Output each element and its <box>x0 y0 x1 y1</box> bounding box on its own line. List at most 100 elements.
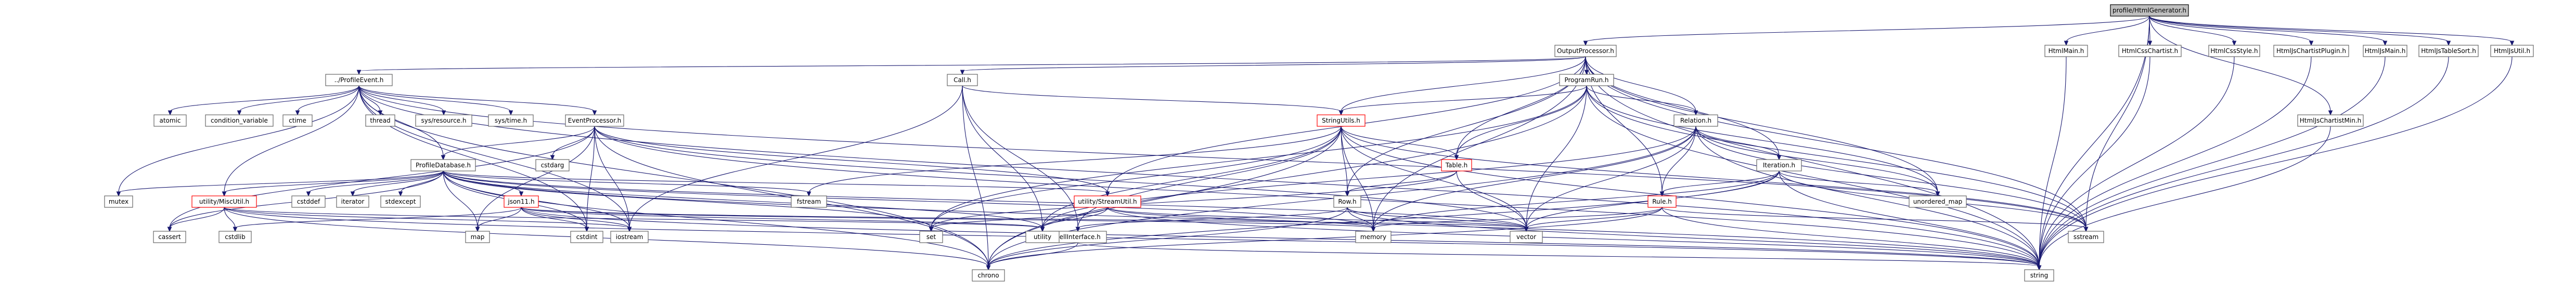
edges-layer <box>116 16 2515 271</box>
edge-root-to-OutputProcessor <box>1583 16 2150 46</box>
node-label: StringUtils.h <box>1322 117 1360 124</box>
node-label: HtmlJsMain.h <box>2365 47 2406 55</box>
node-outputprocessor[interactable]: OutputProcessor.h <box>1554 45 1617 57</box>
node-memory: memory <box>1355 231 1392 243</box>
edge-ProfileDatabase-to-StreamUtil <box>443 170 1110 197</box>
node-label: unordered_map <box>1913 198 1963 205</box>
node-mutex: mutex <box>104 195 133 208</box>
node-htmlcssstyle[interactable]: HtmlCssStyle.h <box>2208 45 2260 57</box>
edge-ProfileEvent-to-mutex <box>116 85 359 197</box>
node-streamutil[interactable]: utility/StreamUtil.h <box>1074 195 1141 208</box>
node-programrun[interactable]: ProgramRun.h <box>1559 74 1614 86</box>
node-label: HtmlJsChartistMin.h <box>2300 117 2362 124</box>
node-label: utility/StreamUtil.h <box>1078 198 1137 205</box>
node-cassert: cassert <box>153 231 186 243</box>
edge-root-to-HtmlJsMain <box>2149 16 2388 46</box>
node-label: ../ProfileEvent.h <box>334 76 384 84</box>
node-string: string <box>2024 269 2054 282</box>
node-miscutil[interactable]: utility/MiscUtil.h <box>191 195 257 208</box>
node-htmljsmain[interactable]: HtmlJsMain.h <box>2363 45 2407 57</box>
node-cstddef: cstddef <box>291 195 326 208</box>
node-iteration[interactable]: Iteration.h <box>1756 159 1802 171</box>
edge-Rule-to-string <box>1661 207 2042 271</box>
node-profiledatabase[interactable]: ProfileDatabase.h <box>410 159 476 171</box>
node-row[interactable]: Row.h <box>1333 195 1361 208</box>
node-htmljstablesort[interactable]: HtmlJsTableSort.h <box>2418 45 2479 57</box>
edge-CellInterface-to-chrono <box>986 242 1078 271</box>
node-set: set <box>919 231 943 243</box>
node-iostream: iostream <box>610 231 649 243</box>
edge-Rule-to-sstream <box>1661 207 2089 232</box>
node-label: HtmlMain.h <box>2049 47 2084 55</box>
node-atomic: atomic <box>153 114 187 127</box>
node-rule[interactable]: Rule.h <box>1647 195 1677 208</box>
edge-StreamUtil-to-utility <box>1040 207 1108 232</box>
edge-StreamUtil-to-memory <box>1107 207 1376 232</box>
node-label: HtmlJsTableSort.h <box>2421 47 2476 55</box>
edge-Row-to-memory <box>1347 207 1376 232</box>
node-sys-resource: sys/resource.h <box>415 114 472 127</box>
edge-OutputProcessor-to-Call <box>960 56 1586 75</box>
edge-json11-to-map <box>475 207 522 232</box>
node-label: HtmlCssStyle.h <box>2210 47 2258 55</box>
edge-MiscUtil-to-utility <box>224 207 1045 232</box>
node-label: EventProcessor.h <box>568 117 622 124</box>
node-cstdlib: cstdlib <box>218 231 252 243</box>
node-htmljschartistplugin[interactable]: HtmlJsChartistPlugin.h <box>2273 45 2349 57</box>
edge-Rule-to-vector <box>1524 207 1663 232</box>
node-htmlcsschartist[interactable]: HtmlCssChartist.h <box>2118 45 2182 57</box>
node-label: utility <box>1034 233 1051 241</box>
nodes-layer: profile/HtmlGenerator.hOutputProcessor.h… <box>104 4 2534 282</box>
edge-StringUtils-to-Table <box>1341 126 1459 161</box>
node-cellinterface[interactable]: CellInterface.h <box>1049 231 1107 243</box>
node-fstream: fstream <box>791 195 827 208</box>
edge-OutputProcessor-to-Table <box>1454 56 1586 161</box>
node-label: Iteration.h <box>1763 162 1795 169</box>
edge-CellInterface-to-string <box>1077 242 2042 271</box>
edge-ProfileDatabase-to-mutex <box>116 170 444 197</box>
node-label: profile/HtmlGenerator.h <box>2113 7 2186 14</box>
node-eventprocessor[interactable]: EventProcessor.h <box>565 114 624 127</box>
node-relation[interactable]: Relation.h <box>1673 114 1718 127</box>
edge-Iteration-to-unordered_map <box>1779 170 1940 197</box>
edge-ProfileDatabase-to-fstream <box>443 170 812 197</box>
node-stringutils[interactable]: StringUtils.h <box>1317 114 1366 127</box>
node-json11[interactable]: json11.h <box>504 195 539 208</box>
node-root[interactable]: profile/HtmlGenerator.h <box>2110 4 2189 17</box>
node-label: iostream <box>616 233 643 241</box>
node-label: mutex <box>109 198 128 205</box>
edge-ProfileEvent-to-condition_variable <box>237 85 359 116</box>
edge-ProfileEvent-to-iostream <box>358 85 632 232</box>
node-unordered-map: unordered_map <box>1909 195 1967 208</box>
node-sys-time: sys/time.h <box>488 114 534 127</box>
edge-ProfileDatabase-to-cstddef <box>306 170 444 197</box>
edge-Relation-to-Iteration <box>1695 126 1782 161</box>
node-table[interactable]: Table.h <box>1441 159 1472 171</box>
node-profileevent[interactable]: ../ProfileEvent.h <box>325 74 393 86</box>
edge-Table-to-Row <box>1345 170 1457 197</box>
node-ctime: ctime <box>282 114 313 127</box>
edge-Call-to-utility <box>962 85 1045 232</box>
node-call[interactable]: Call.h <box>947 74 978 86</box>
node-chrono: chrono <box>972 269 1005 282</box>
edge-ProgramRun-to-string <box>1586 85 2042 271</box>
node-label: cstddef <box>297 198 320 205</box>
edge-MiscUtil-to-cassert <box>167 207 225 232</box>
node-sstream: sstream <box>2068 231 2104 243</box>
node-label: sys/resource.h <box>421 117 467 124</box>
edge-EventProcessor-to-StreamUtil <box>594 126 1110 197</box>
node-htmljschartistmin[interactable]: HtmlJsChartistMin.h <box>2297 114 2364 127</box>
node-label: OutputProcessor.h <box>1557 47 1614 55</box>
node-label: atomic <box>159 117 181 124</box>
node-label: cstdint <box>576 233 598 241</box>
edge-EventProcessor-to-cstdint <box>584 126 595 232</box>
node-htmljsutil[interactable]: HtmlJsUtil.h <box>2490 45 2534 57</box>
node-htmlmain[interactable]: HtmlMain.h <box>2044 45 2088 57</box>
node-label: utility/MiscUtil.h <box>199 198 249 205</box>
edge-OutputProcessor-to-Iteration <box>1585 56 1782 161</box>
node-vector: vector <box>1510 231 1543 243</box>
edge-ProfileDatabase-to-iterator <box>350 170 444 197</box>
node-label: Call.h <box>954 76 971 84</box>
edge-Row-to-string <box>1347 207 2042 271</box>
